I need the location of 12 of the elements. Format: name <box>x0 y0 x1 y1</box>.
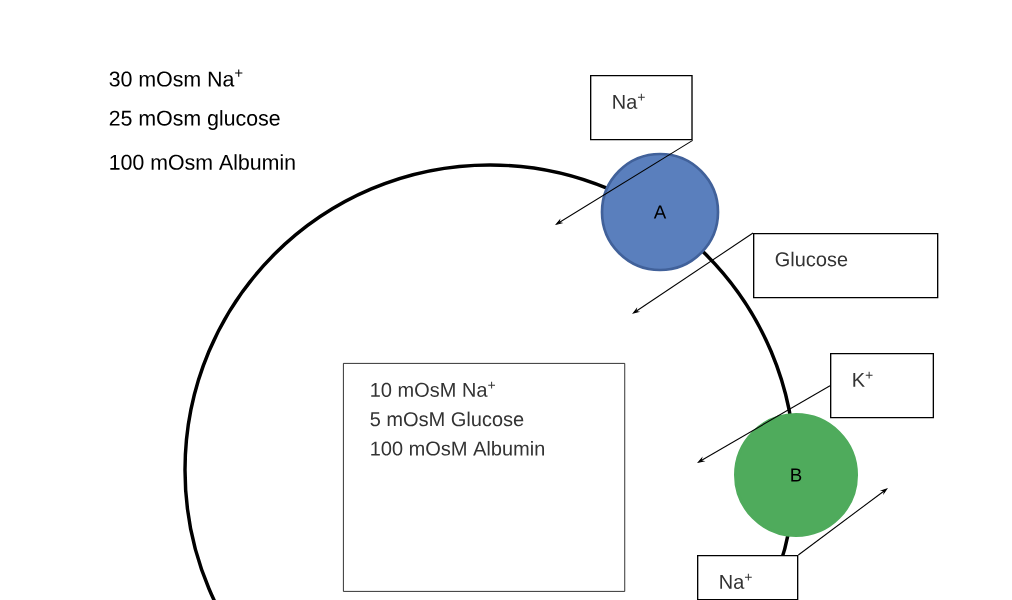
label-box: Glucose <box>753 233 939 299</box>
concentration-text: 30 mOsm Na$^{+}$ <box>109 69 243 87</box>
arrow <box>697 385 831 463</box>
arrow <box>797 488 888 556</box>
label-box: K$^{+}$ <box>830 353 934 419</box>
label-box: Na$^{+}$ <box>590 75 693 141</box>
arrow <box>555 139 694 225</box>
content-box: 10 mOsM Na$^{+}$ 5 mOsM Glucose 100 mOsM Albumin <box>343 363 626 592</box>
label-box: Na$^{+}$ <box>697 555 799 600</box>
arrow <box>632 232 754 314</box>
concentration-text: 25 mOsm glucose <box>109 110 280 130</box>
concentration-text: 100 mOsm Albumin <box>110 154 295 170</box>
